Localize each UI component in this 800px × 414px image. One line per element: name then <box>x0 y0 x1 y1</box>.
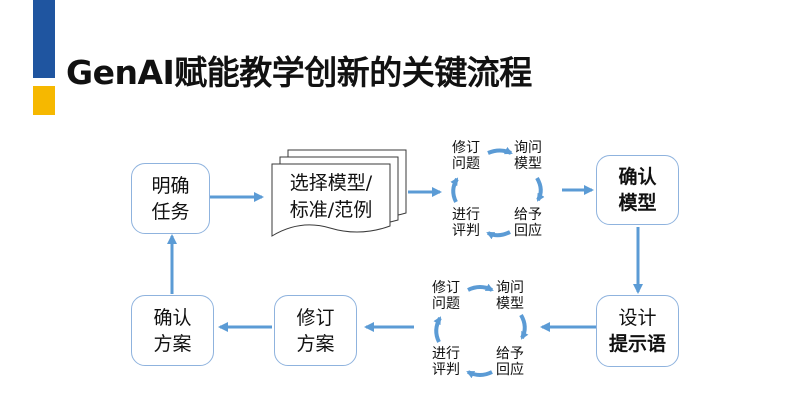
node-revise-plan: 修订方案 <box>274 295 357 366</box>
accent-bar-yellow <box>33 86 55 115</box>
bottom-cycle-respond: 给予回应 <box>496 346 524 378</box>
node-design-prompt: 设计提示语 <box>596 295 679 367</box>
top-cycle-ask: 询问模型 <box>514 140 542 172</box>
bottom-cycle-revise: 修订问题 <box>432 280 460 312</box>
accent-bar-blue <box>33 0 55 78</box>
node-confirm-model: 确认模型 <box>596 155 679 225</box>
node-clarify-task: 明确任务 <box>131 163 210 234</box>
document-stack <box>271 149 407 237</box>
node-select-model: 选择模型/标准/范例 <box>289 172 373 221</box>
top-cycle-respond: 给予回应 <box>514 207 542 239</box>
top-cycle-revise: 修订问题 <box>452 140 480 172</box>
bottom-cycle-ask: 询问模型 <box>496 280 524 312</box>
top-cycle-evaluate: 进行评判 <box>452 207 480 239</box>
top-cycle-arrows <box>450 146 545 240</box>
bottom-cycle-evaluate: 进行评判 <box>432 346 460 378</box>
slide-title: GenAI赋能教学创新的关键流程 <box>66 53 532 92</box>
node-confirm-plan: 确认方案 <box>131 295 214 366</box>
bottom-cycle-arrows <box>433 283 529 379</box>
